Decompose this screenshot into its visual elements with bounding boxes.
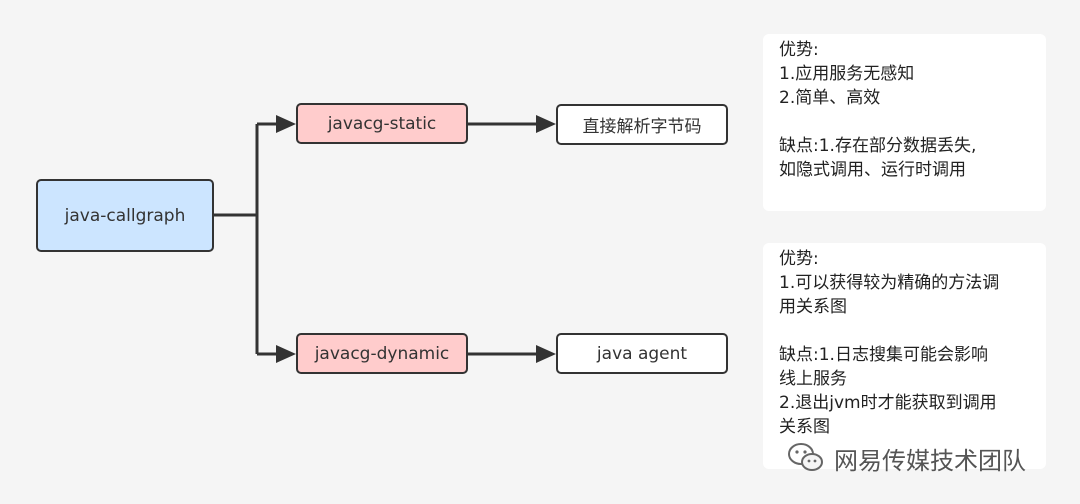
- note-dynamic-cons-line: 2.退出jvm时才能获取到调用: [779, 393, 997, 413]
- watermark-text: 网易传媒技术团队: [834, 446, 1026, 475]
- node-java-callgraph: java-callgraph: [36, 179, 214, 252]
- node-javacg-dynamic: javacg-dynamic: [296, 333, 468, 374]
- note-dynamic-cons-line: 线上服务: [779, 369, 847, 389]
- note-static-pros-title: 优势:: [779, 40, 819, 60]
- node-parse-bytecode: 直接解析字节码: [556, 104, 728, 145]
- arrowhead-static: [276, 115, 296, 133]
- note-dynamic: 优势: 1.可以获得较为精确的方法调 用关系图 缺点:1.日志搜集可能会影响 线…: [763, 243, 1046, 469]
- note-dynamic-pros-line: 用关系图: [779, 297, 847, 317]
- note-static-pros-line: 2.简单、高效: [779, 88, 881, 108]
- note-dynamic-cons-line: 缺点:1.日志搜集可能会影响: [779, 345, 988, 365]
- arrowhead-bytecode: [536, 115, 556, 133]
- note-dynamic-cons-line: 关系图: [779, 417, 830, 437]
- wechat-icon: [788, 443, 823, 471]
- note-dynamic-pros-title: 优势:: [779, 249, 819, 269]
- note-static: 优势: 1.应用服务无感知 2.简单、高效 缺点:1.存在部分数据丢失, 如隐式…: [763, 34, 1046, 211]
- note-static-cons-line: 缺点:1.存在部分数据丢失,: [779, 136, 977, 156]
- watermark: 网易传媒技术团队: [786, 440, 1026, 476]
- node-java-agent: java agent: [556, 333, 728, 374]
- note-static-cons-line: 如隐式调用、运行时调用: [779, 160, 966, 180]
- arrowhead-agent: [536, 345, 556, 363]
- note-dynamic-pros-line: 1.可以获得较为精确的方法调: [779, 273, 1000, 293]
- node-javacg-static: javacg-static: [296, 103, 468, 144]
- arrowhead-dynamic: [276, 345, 296, 363]
- note-static-pros-line: 1.应用服务无感知: [779, 64, 915, 84]
